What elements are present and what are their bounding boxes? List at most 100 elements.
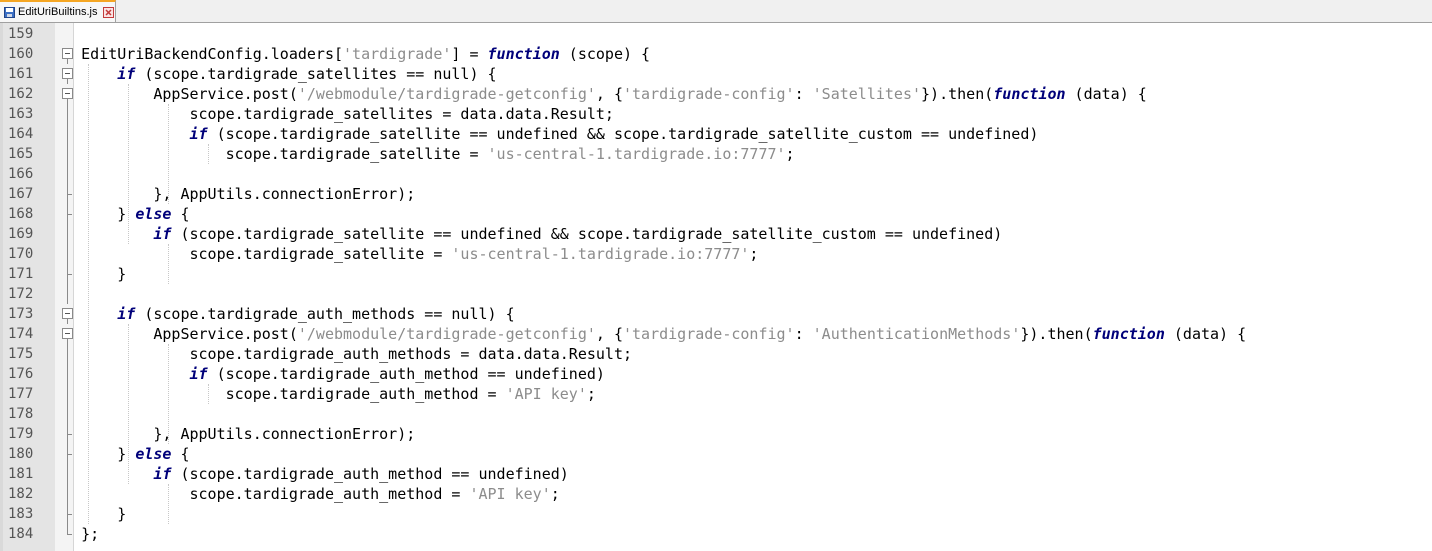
code-line: scope.tardigrade_satellite = 'us-central… xyxy=(45,144,795,164)
line-number: 175 xyxy=(8,346,34,362)
code-token: ; xyxy=(586,385,596,403)
code-token: } xyxy=(45,205,136,223)
line-number: 177 xyxy=(8,386,34,402)
keyword-token: function xyxy=(487,45,560,63)
fold-line-icon xyxy=(62,524,73,544)
keyword-token: function xyxy=(1092,325,1165,343)
line-number: 166 xyxy=(8,166,34,182)
code-line: if (scope.tardigrade_satellite == undefi… xyxy=(45,124,1039,144)
indent-guide xyxy=(168,244,169,284)
indent-guide xyxy=(88,64,89,524)
code-token: scope.tardigrade_auth_methods = data.dat… xyxy=(45,345,632,363)
string-token: 'API key' xyxy=(469,485,551,503)
fold-line-icon xyxy=(62,384,73,404)
code-line: } xyxy=(45,504,126,524)
string-token: 'API key' xyxy=(505,385,587,403)
line-number: 179 xyxy=(8,426,34,442)
fold-toggle-icon[interactable] xyxy=(62,304,73,324)
tab-label: EditUriBuiltins.js xyxy=(18,6,98,18)
code-line: EditUriBackendConfig.loaders['tardigrade… xyxy=(45,44,650,64)
code-token: AppService.post( xyxy=(45,85,298,103)
code-area[interactable]: EditUriBackendConfig.loaders['tardigrade… xyxy=(74,23,1432,551)
code-token: }, AppUtils.connectionError); xyxy=(45,185,416,203)
code-token: (scope.tardigrade_auth_methods == null) … xyxy=(135,305,515,323)
line-number: 180 xyxy=(8,446,34,462)
line-number: 173 xyxy=(8,306,34,322)
code-token: scope.tardigrade_satellites = data.data.… xyxy=(45,105,614,123)
code-token: }; xyxy=(45,525,100,543)
fold-line-icon xyxy=(62,104,73,124)
string-token: '/webmodule/tardigrade-getconfig' xyxy=(297,85,596,103)
line-number: 184 xyxy=(8,526,34,542)
code-line: }, AppUtils.connectionError); xyxy=(45,424,415,444)
fold-line-icon xyxy=(62,424,73,444)
indent-guide xyxy=(168,484,169,524)
code-token: (data) { xyxy=(1164,325,1247,343)
line-number: 171 xyxy=(8,266,34,282)
code-token: (scope.tardigrade_satellite == undefined… xyxy=(171,225,1003,243)
code-line: } else { xyxy=(45,204,189,224)
code-token: scope.tardigrade_satellite = xyxy=(45,145,488,163)
fold-toggle-icon[interactable] xyxy=(62,84,73,104)
string-token: 'tardigrade' xyxy=(343,45,452,63)
fold-line-icon xyxy=(62,484,73,504)
line-number: 167 xyxy=(8,186,34,202)
code-token: } xyxy=(45,505,127,523)
line-number: 183 xyxy=(8,506,34,522)
line-number: 168 xyxy=(8,206,34,222)
keyword-token: if xyxy=(153,225,172,243)
tab-bar: EditUriBuiltins.js xyxy=(0,0,1432,23)
fold-toggle-icon[interactable] xyxy=(62,324,73,344)
indent-guide xyxy=(208,384,209,404)
string-token: 'us-central-1.tardigrade.io:7777' xyxy=(487,145,786,163)
code-token: (scope.tardigrade_satellites == null) { xyxy=(135,65,497,83)
line-number: 172 xyxy=(8,286,34,302)
keyword-token: else xyxy=(135,205,172,223)
keyword-token: if xyxy=(153,465,172,483)
line-number: 170 xyxy=(8,246,34,262)
indent-guide xyxy=(168,104,169,204)
code-line: scope.tardigrade_satellites = data.data.… xyxy=(45,104,614,124)
keyword-token: if xyxy=(189,125,208,143)
code-line: if (scope.tardigrade_satellites == null)… xyxy=(45,64,497,84)
keyword-token: if xyxy=(117,65,136,83)
code-token: ; xyxy=(785,145,795,163)
code-token: }).then( xyxy=(1020,325,1093,343)
code-token: (scope.tardigrade_auth_method == undefin… xyxy=(207,365,605,383)
fold-line-icon xyxy=(62,404,73,424)
code-line: } xyxy=(45,264,126,284)
code-line: scope.tardigrade_auth_methods = data.dat… xyxy=(45,344,632,364)
keyword-token: if xyxy=(189,365,208,383)
line-number: 176 xyxy=(8,366,34,382)
indent-guide xyxy=(128,84,129,244)
code-token: EditUriBackendConfig.loaders[ xyxy=(45,45,344,63)
tab-edituribuiltins[interactable]: EditUriBuiltins.js xyxy=(0,0,116,22)
fold-line-icon xyxy=(62,224,73,244)
code-line: scope.tardigrade_satellite = 'us-central… xyxy=(45,244,758,264)
indent-guide xyxy=(168,344,169,444)
fold-toggle-icon[interactable] xyxy=(62,64,73,84)
fold-line-icon xyxy=(62,364,73,384)
code-token: ; xyxy=(749,245,759,263)
code-token xyxy=(45,305,117,323)
fold-toggle-icon[interactable] xyxy=(62,44,73,64)
fold-line-icon xyxy=(62,144,73,164)
close-icon[interactable] xyxy=(103,6,115,18)
line-number: 174 xyxy=(8,326,34,342)
string-token: 'AuthenticationMethods' xyxy=(812,325,1021,343)
code-token: scope.tardigrade_auth_method = xyxy=(45,385,506,403)
code-line: }, AppUtils.connectionError); xyxy=(45,184,415,204)
line-number: 164 xyxy=(8,126,34,142)
line-number: 161 xyxy=(8,66,34,82)
line-number: 159 xyxy=(8,26,34,42)
code-token: }, AppUtils.connectionError); xyxy=(45,425,416,443)
code-line: AppService.post('/webmodule/tardigrade-g… xyxy=(45,84,1146,104)
code-token: } xyxy=(45,265,127,283)
save-icon xyxy=(4,6,15,18)
line-number: 163 xyxy=(8,106,34,122)
indent-guide xyxy=(208,144,209,164)
code-line: scope.tardigrade_auth_method = 'API key'… xyxy=(45,384,596,404)
fold-line-icon xyxy=(62,344,73,364)
